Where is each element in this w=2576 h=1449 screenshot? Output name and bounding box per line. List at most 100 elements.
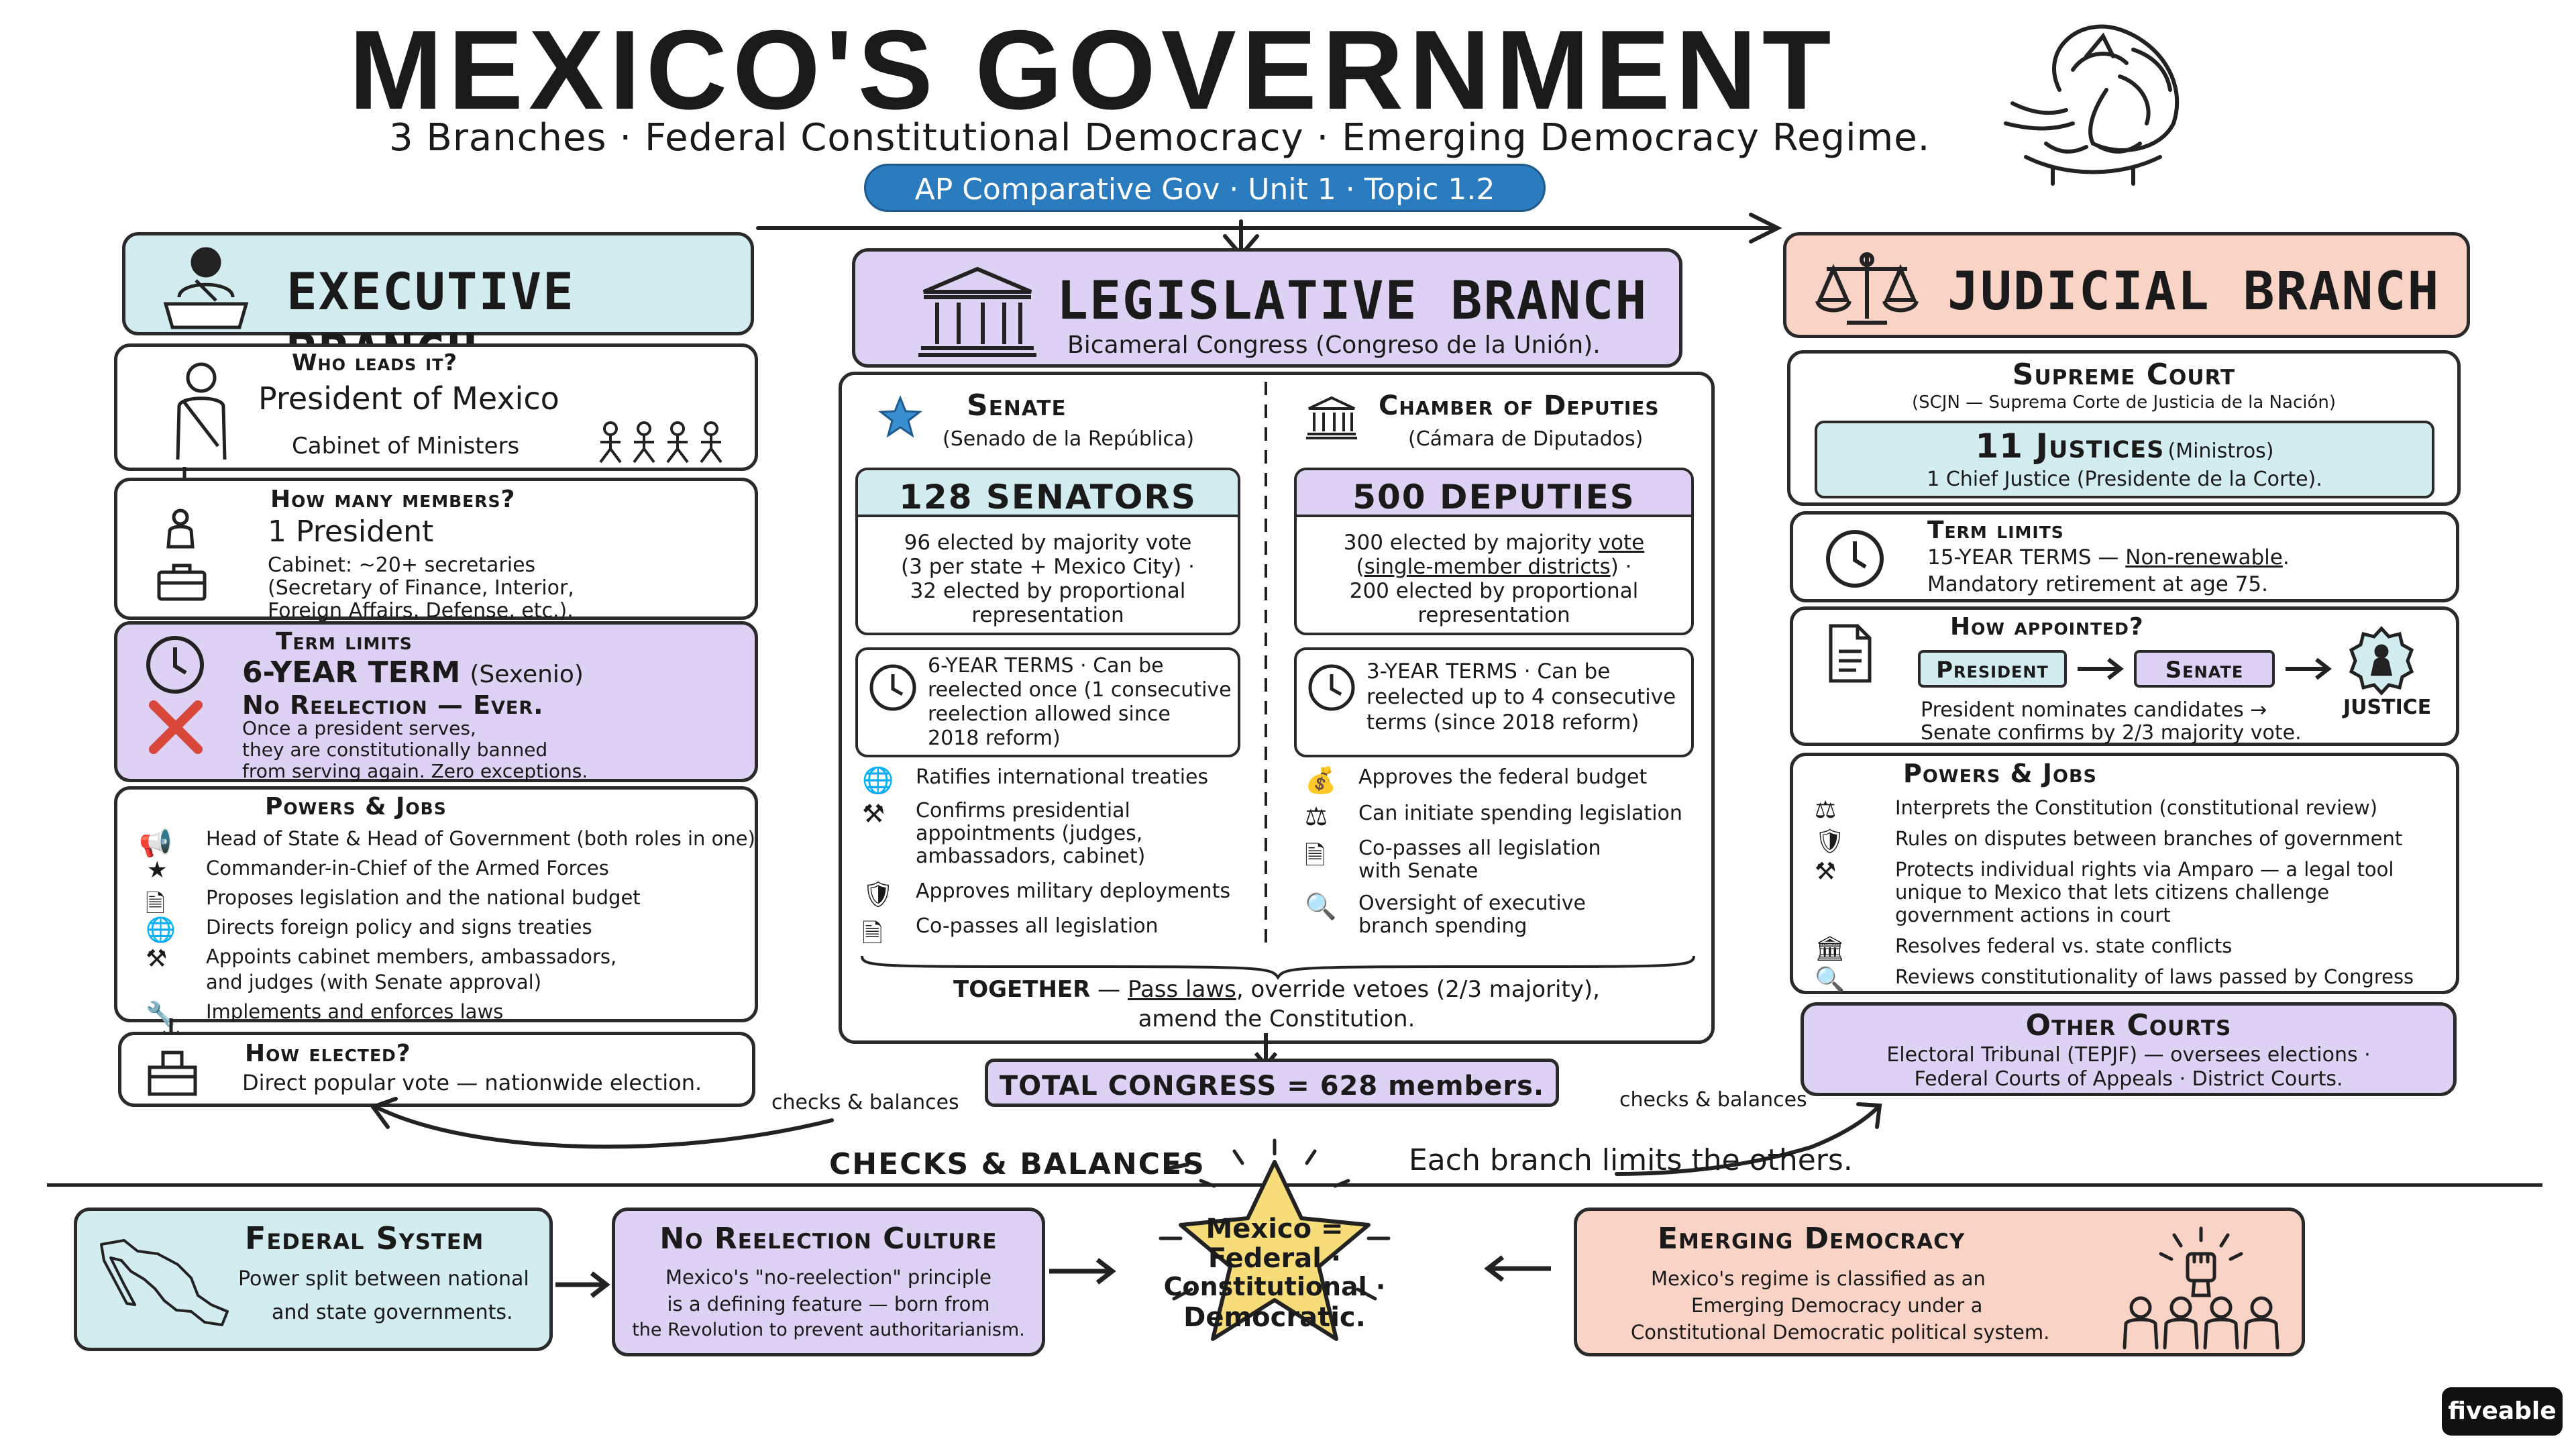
megaphone-icon: 📢 (139, 828, 172, 859)
gavel-icon: ⚒ (862, 799, 885, 828)
judicial-powers-card: Powers & Jobs ⚖ Interprets the Constitut… (1790, 753, 2459, 994)
appointed-label: How appointed? (1950, 613, 2144, 641)
page-title: MEXICO'S GOVERNMENT (349, 7, 1837, 133)
exec-elected-text: Direct popular vote — nationwide electio… (242, 1070, 702, 1095)
legislative-card: Senate (Senado de la República) 128 SENA… (839, 372, 1715, 1044)
chamber-term-card: 3-YEAR TERMS · Can be reelected up to 4 … (1294, 647, 1694, 757)
senate-count-band (858, 470, 1238, 517)
checks-center-label: CHECKS & BALANCES (829, 1147, 1205, 1181)
senate-power-row: ⚒ Confirms presidential (862, 799, 1258, 828)
senate-power-text: Confirms presidential (916, 799, 1130, 822)
chamber-term-3: terms (since 2018 reform) (1366, 710, 1640, 735)
chamber-term-2: reelected up to 4 consecutive (1366, 685, 1676, 709)
together-line-2: amend the Constitution. (1138, 1006, 1415, 1032)
shield-icon: 🛡 (862, 879, 895, 909)
exec-term-l2: they are constitutionally banned (242, 739, 548, 761)
exec-power-text: Proposes legislation and the national bu… (206, 886, 641, 909)
senate-power-text: Approves military deployments (916, 879, 1231, 903)
chamber-power-row: branch spending (1305, 914, 1707, 944)
exec-power-row: 🗎 Proposes legislation and the national … (139, 886, 756, 918)
exec-term-l3: from serving again. Zero exceptions. (242, 760, 588, 782)
x-mark-icon (149, 700, 203, 754)
star-l4: Democratic. (1183, 1302, 1366, 1333)
judicial-power-row: ⚖ Interprets the Constitution (constitut… (1815, 796, 2459, 826)
senate-term-1: 6-YEAR TERMS · Can be (928, 654, 1164, 678)
checks-right-label: checks & balances (1619, 1088, 1807, 1112)
appointed-senate: Senate (2165, 657, 2244, 684)
senate-term-3: reelection allowed since (928, 702, 1171, 726)
gavel-icon: ⚒ (146, 945, 168, 973)
topic-pill-label: AP Comparative Gov · Unit 1 · Topic 1.2 (914, 172, 1495, 207)
document-icon: 🗎 (862, 918, 883, 948)
senate-label: Senate (967, 388, 1067, 423)
exec-term-card: Term limits 6-YEAR TERM (Sexenio) No Ree… (114, 621, 758, 782)
chamber-power-row: 💰 Approves the federal budget (1305, 765, 1707, 795)
chamber-powers-list: 💰 Approves the federal budget ⚖ Can init… (1305, 765, 1707, 967)
exec-power-text: Head of State & Head of Government (both… (206, 827, 755, 850)
other-courts-l1: Electoral Tribunal (TEPJF) — oversees el… (1886, 1043, 2371, 1067)
exec-members-label: How many members? (270, 486, 516, 513)
judicial-power-text: unique to Mexico that lets citizens chal… (1895, 881, 2330, 904)
senate-powers-list: 🌐 Ratifies international treaties ⚒ Conf… (862, 765, 1258, 967)
judicial-power-row: ⚒ Protects individual rights via Amparo … (1815, 858, 2459, 888)
judicial-power-row: unique to Mexico that lets citizens chal… (1815, 881, 2459, 910)
senate-power-row: 🗎 Co-passes all legislation (862, 914, 1258, 948)
topic-pill: AP Comparative Gov · Unit 1 · Topic 1.2 (864, 164, 1546, 212)
senate-count: 128 SENATORS (899, 478, 1197, 517)
ballot-box-icon (148, 1051, 197, 1096)
chamber-desc-1b: vote (1598, 531, 1645, 555)
total-congress-card: TOTAL CONGRESS = 628 members. (985, 1059, 1559, 1107)
chamber-label: Chamber of Deputies (1379, 390, 1660, 421)
document-icon (1829, 624, 1872, 683)
chamber-count: 500 DEPUTIES (1352, 478, 1635, 517)
scales-of-justice-icon (1815, 252, 1919, 325)
document-icon: 🗎 (1305, 841, 1326, 870)
chamber-power-text: branch spending (1358, 914, 1527, 938)
senate-power-row: 🛡 Approves military deployments (862, 879, 1258, 909)
senate-desc-1: 96 elected by majority vote (904, 531, 1192, 555)
exec-members-count: 1 President (268, 515, 434, 549)
chamber-count-card: 500 DEPUTIES 300 elected by majority vot… (1294, 468, 1694, 635)
exec-term-term: 6-YEAR TERM (Sexenio) (242, 655, 584, 691)
chamber-term-1: 3-YEAR TERMS · Can be (1366, 659, 1611, 684)
chamber-power-row: 🔍 Oversight of executive (1305, 892, 1707, 921)
arrow-left-icon (1484, 1255, 1551, 1282)
chamber-power-text: Oversight of executive (1358, 892, 1586, 915)
chamber-desc-4: representation (1417, 603, 1570, 627)
judicial-powers-list: ⚖ Interprets the Constitution (constitut… (1815, 796, 2459, 998)
fiveable-logo: fiveable (2442, 1387, 2563, 1436)
senate-power-text: ambassadors, cabinet) (916, 845, 1146, 868)
scales-icon: ⚖ (1815, 796, 1837, 824)
senate-power-text: Ratifies international treaties (916, 765, 1209, 789)
exec-term-years: 6-YEAR TERM (242, 655, 461, 690)
judicial-power-row: government actions in court (1815, 904, 2459, 933)
chamber-desc-2a: ( (1356, 555, 1364, 579)
chamber-power-text: with Senate (1358, 859, 1479, 883)
emerging-democracy-card: Emerging Democracy Mexico's regime is cl… (1574, 1208, 2305, 1356)
exec-power-text: Appoints cabinet members, ambassadors, (206, 945, 617, 968)
judicial-title: JUDICIAL BRANCH (1947, 262, 2440, 322)
other-courts-label: Other Courts (2025, 1008, 2232, 1042)
total-congress: TOTAL CONGRESS = 628 members. (999, 1071, 1545, 1102)
chamber-desc-1: 300 elected by majority vote (1297, 531, 1691, 555)
federal-l2: and state governments. (272, 1301, 513, 1324)
exec-power-text: Directs foreign policy and signs treatie… (206, 916, 592, 938)
checks-left-label: checks & balances (771, 1091, 959, 1114)
chamber-desc-2c: ) · (1610, 555, 1632, 579)
emerging-l1: Mexico's regime is classified as an (1651, 1267, 1986, 1290)
chamber-desc-1a: 300 elected by majority (1343, 531, 1599, 555)
capitol-building-icon (918, 266, 1036, 357)
no-reelection-card: No Reelection Culture Mexico's "no-reele… (612, 1208, 1045, 1356)
chamber-sub: (Cámara de Diputados) (1408, 427, 1644, 451)
courthouse-icon: 🏛 (1815, 935, 1845, 963)
appointed-l2: Senate confirms by 2/3 majority vote. (1921, 721, 2302, 745)
page-subtitle: 3 Branches · Federal Constitutional Demo… (389, 116, 1931, 160)
noreelection-l2: is a defining feature — born from (667, 1293, 990, 1316)
exec-elected-card: How elected? Direct popular vote — natio… (118, 1032, 755, 1107)
together-label: TOGETHER (953, 976, 1091, 1003)
clock-icon (1308, 664, 1355, 711)
fiveable-logo-text: fiveable (2448, 1397, 2557, 1425)
senate-sub: (Senado de la República) (943, 427, 1195, 451)
exec-members-card: How many members? 1 President Cabinet: ~… (114, 478, 758, 623)
exec-term-label: Term limits (276, 628, 413, 655)
